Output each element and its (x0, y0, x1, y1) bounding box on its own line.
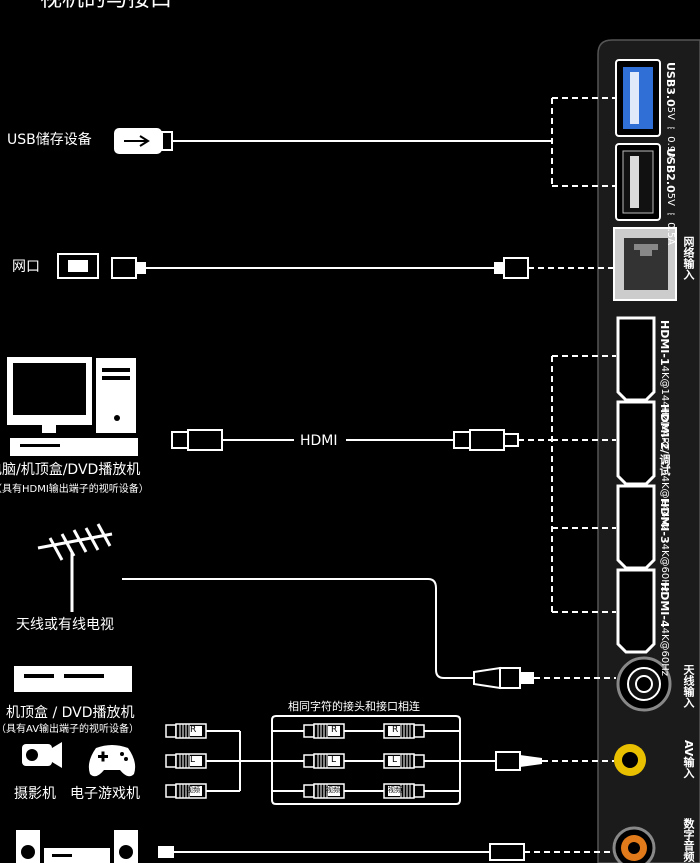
game-console-label: 电子游戏机 (70, 786, 140, 802)
dvd-player-icon (10, 438, 138, 456)
usb-stick-icon (114, 128, 173, 154)
adapter-r-label-right: R (392, 725, 399, 735)
digital-audio-port-label: 数字音频 (682, 818, 695, 862)
hdmi-4-port-label: HDMI-44K@60Hz (658, 582, 671, 677)
antenna-icon (37, 523, 113, 612)
hdmi-cable-label: HDMI (300, 433, 338, 449)
antenna-port-label: 天线输入 (682, 664, 695, 708)
camcorder-label: 摄影机 (14, 786, 56, 802)
pc-stb-dvd-note: （具有HDMI输出端子的视听设备） (0, 484, 149, 495)
rca-l-label: L (190, 755, 196, 765)
usb2-port-label: USB2.05V ⎓ 0.5A (664, 148, 677, 246)
digital-audio-port[interactable] (612, 826, 656, 863)
usb-storage-label: USB储存设备 (7, 132, 92, 148)
audio-system-icon (16, 830, 138, 863)
adapter-l-label-right: L (392, 755, 398, 765)
hdmi-cable (171, 355, 616, 613)
av-port-label: AV输入 (682, 740, 695, 779)
usb3-port[interactable] (615, 59, 661, 137)
network-cable (111, 257, 614, 279)
av-cable (165, 715, 614, 805)
lan-port-label: 网络输入 (682, 236, 695, 280)
lan-port[interactable] (613, 227, 677, 301)
pc-stb-dvd-label: 电脑/机顶盒/DVD播放机 (0, 462, 141, 478)
rca-video-label: 视频 (186, 786, 200, 794)
game-controller-icon (88, 745, 136, 777)
hdmi-3-port-label: HDMI-34K@60Hz (658, 498, 671, 593)
hdmi-1-port[interactable] (616, 316, 656, 402)
camcorder-icon (22, 742, 62, 768)
usb2-port[interactable] (615, 143, 661, 221)
adapter-l-label-left: L (331, 755, 337, 765)
hdmi-4-port[interactable] (616, 568, 656, 654)
monitor-icon (7, 357, 92, 433)
stb-dvd-note: （具有AV输出端子的视听设备） (0, 724, 140, 735)
adapter-video-label-left: 视频 (326, 786, 340, 794)
antenna-cable (122, 578, 616, 690)
hdmi-1-port-label: HDMI-14K@144Hz(eARC (658, 320, 671, 451)
stb-dvd-label: 机顶盒 / DVD播放机 (6, 705, 135, 721)
optical-cable (158, 843, 612, 861)
antenna-label: 天线或有线电视 (16, 617, 114, 633)
antenna-port[interactable] (616, 656, 672, 712)
adapter-r-label-left: R (331, 725, 338, 735)
usb-cable (172, 97, 616, 187)
network-socket-icon (57, 253, 99, 279)
pc-tower-icon (96, 358, 136, 433)
usb3-port-label: USB3.05V ⎓ 0.9A (664, 62, 677, 160)
rca-r-label: R (190, 725, 197, 735)
stb-dvd-icon (14, 666, 132, 692)
hdmi-3-port[interactable] (616, 484, 656, 570)
network-label: 网口 (12, 259, 40, 275)
av-port[interactable] (614, 744, 646, 776)
hdmi-2-port-label: HDMI-2/调试4K@144Hz (658, 404, 671, 531)
hdmi-2-port[interactable] (616, 400, 656, 486)
av-match-note: 相同字符的接头和接口相连 (288, 700, 420, 713)
header-title: 视机的与接口 (40, 0, 172, 11)
adapter-video-label-right: 视频 (388, 786, 402, 794)
